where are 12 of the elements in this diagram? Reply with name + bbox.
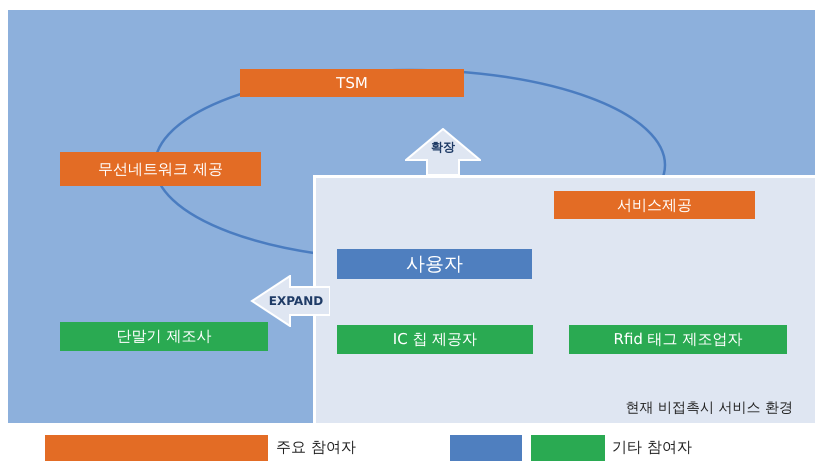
participant-box: 단말기 제조사 (60, 322, 268, 351)
legend-label: 기타 참여자 (612, 438, 692, 457)
arrow-label: 확장 (431, 139, 455, 156)
participant-box: IC 칩 제공자 (337, 325, 533, 354)
participant-box: Rfid 태그 제조업자 (569, 325, 787, 354)
arrow-label: EXPAND (268, 294, 324, 308)
participant-box: 사용자 (337, 249, 532, 279)
panel-title: 현재 비접촉시 서비스 환경 (626, 399, 793, 417)
participant-box: TSM (240, 69, 464, 97)
participant-box: 무선네트워크 제공 (60, 152, 261, 186)
participant-box: 서비스제공 (554, 191, 755, 219)
legend-label: 주요 참여자 (276, 438, 356, 457)
